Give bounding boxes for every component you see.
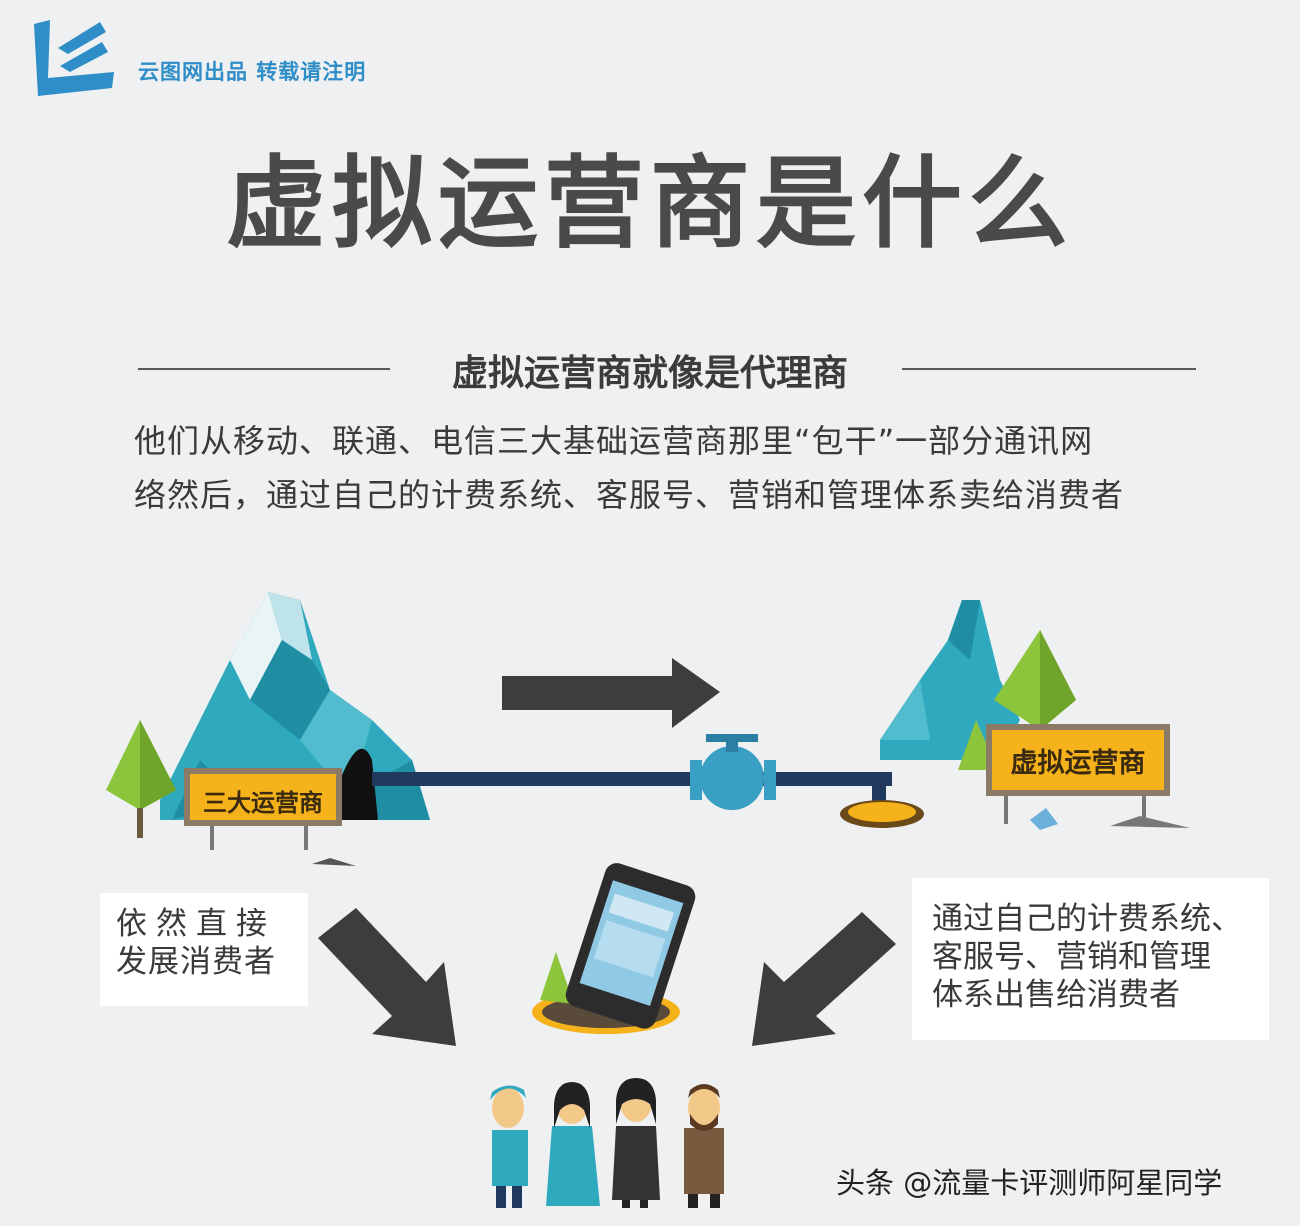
tree-left-icon	[106, 720, 176, 838]
phone-icon	[532, 863, 696, 1034]
page-title: 虚拟运营商是什么	[226, 145, 1074, 262]
sign-right	[986, 724, 1170, 824]
callout-left-line-1: 依然直接	[116, 906, 276, 942]
watermark: 头条 @流量卡评测师阿星同学	[836, 1166, 1223, 1200]
callout-left: 依然直接 发展消费者	[100, 893, 308, 1006]
subtitle: 虚拟运营商就像是代理商	[451, 353, 848, 394]
description-line-2: 络然后，通过自己的计费系统、客服号、营销和管理体系卖给消费者	[134, 476, 1125, 514]
pipe-icon	[372, 734, 924, 828]
people-icon	[490, 1078, 724, 1208]
sign-left-label: 三大运营商	[203, 789, 323, 817]
divider-left	[138, 368, 390, 370]
callout-left-line-2: 发展消费者	[116, 944, 276, 980]
mountain-right-icon	[880, 600, 1020, 760]
logo-icon	[34, 20, 114, 96]
divider-right	[902, 368, 1196, 370]
arrow-right-icon	[502, 658, 720, 728]
callout-right-line-2: 客服号、营销和管理	[932, 939, 1211, 975]
sign-left	[184, 768, 342, 850]
brand-tagline: 云图网出品 转载请注明	[138, 60, 367, 84]
callout-right-line-3: 体系出售给消费者	[932, 977, 1180, 1013]
description-line-1: 他们从移动、联通、电信三大基础运营商那里“包干”一部分通讯网	[134, 422, 1094, 460]
callout-right-line-1: 通过自己的计费系统、	[932, 901, 1242, 937]
arrow-down-right-icon	[318, 908, 456, 1046]
arrow-down-left-icon	[752, 912, 896, 1046]
sign-right-label: 虚拟运营商	[1010, 748, 1146, 779]
callout-right: 通过自己的计费系统、 客服号、营销和管理 体系出售给消费者	[912, 878, 1269, 1040]
